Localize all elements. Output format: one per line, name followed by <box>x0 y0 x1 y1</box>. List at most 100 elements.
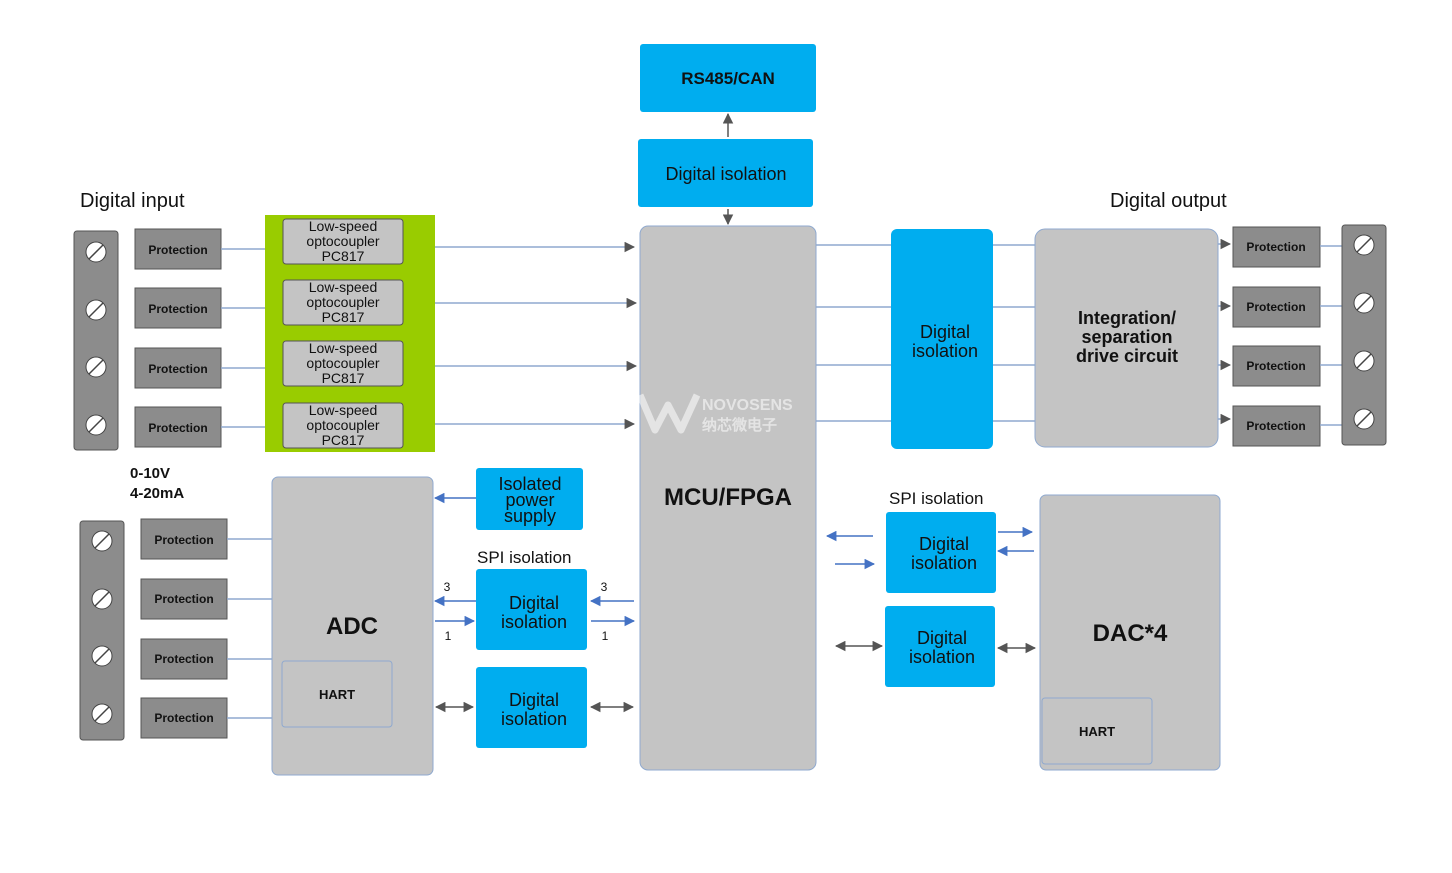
integration-drive-label: Integration/ <box>1078 308 1176 328</box>
svg-text:optocoupler: optocoupler <box>306 233 380 249</box>
mcu-fpga-block <box>639 225 817 771</box>
svg-text:纳芯微电子: 纳芯微电子 <box>702 416 777 434</box>
rs485-can-block <box>640 44 816 112</box>
svg-text:power: power <box>505 490 554 510</box>
adc-label: ADC <box>326 613 378 640</box>
protection-block: Protection <box>140 638 228 680</box>
protection-block: Protection <box>134 347 222 389</box>
svg-text:Low-speed: Low-speed <box>309 279 378 295</box>
svg-text:Protection: Protection <box>148 362 207 376</box>
svg-text:PC817: PC817 <box>322 248 365 264</box>
dac-hart-label: HART <box>1079 724 1115 739</box>
svg-text:Protection: Protection <box>154 533 213 547</box>
optocoupler-block: Low-speed optocoupler PC817 <box>282 340 404 387</box>
protection-block: Protection <box>134 228 222 270</box>
svg-text:isolation: isolation <box>501 709 567 729</box>
protection-block: Protection <box>134 287 222 329</box>
terminal-screw-icon <box>1353 234 1375 256</box>
optocoupler-block: Low-speed optocoupler PC817 <box>282 218 404 265</box>
dac-label: DAC*4 <box>1093 620 1168 647</box>
terminal-screw-icon <box>1353 408 1375 430</box>
digital-output-terminal-block <box>1341 224 1387 446</box>
terminal-screw-icon <box>85 356 107 378</box>
svg-text:optocoupler: optocoupler <box>306 294 380 310</box>
protection-block: Protection <box>1232 405 1321 447</box>
svg-text:PC817: PC817 <box>322 309 365 325</box>
svg-text:Protection: Protection <box>154 592 213 606</box>
signal-count-label: 1 <box>602 629 609 643</box>
svg-text:Low-speed: Low-speed <box>309 340 378 356</box>
protection-block: Protection <box>140 518 228 560</box>
adc-hart-isolation-label: Digital <box>509 690 559 710</box>
protection-block: Protection <box>1232 345 1321 387</box>
svg-text:Protection: Protection <box>1246 419 1305 433</box>
svg-text:isolation: isolation <box>911 553 977 573</box>
analog-input-terminal-block <box>79 520 125 741</box>
optocoupler-block: Low-speed optocoupler PC817 <box>282 279 404 326</box>
svg-text:Low-speed: Low-speed <box>309 402 378 418</box>
isolated-power-supply-block <box>476 468 583 530</box>
terminal-screw-icon <box>91 645 113 667</box>
svg-text:NOVOSENS: NOVOSENS <box>702 397 793 414</box>
terminal-screw-icon <box>91 588 113 610</box>
adc-spi-isolation-label: Digital <box>509 593 559 613</box>
svg-text:Protection: Protection <box>154 711 213 725</box>
adc-spi-isolation-block <box>476 569 587 650</box>
svg-text:supply: supply <box>504 506 556 526</box>
svg-text:isolation: isolation <box>912 341 978 361</box>
adc-hart-isolation-block <box>476 667 587 748</box>
signal-count-label: 3 <box>601 580 608 594</box>
spi-isolation-label-right: SPI isolation <box>889 489 984 508</box>
svg-text:optocoupler: optocoupler <box>306 417 380 433</box>
terminal-screw-icon <box>85 299 107 321</box>
svg-text:Low-speed: Low-speed <box>309 218 378 234</box>
top-digital-isolation-block <box>638 139 813 207</box>
svg-text:optocoupler: optocoupler <box>306 355 380 371</box>
dac-spi-isolation-block <box>886 512 996 593</box>
protection-block: Protection <box>1232 286 1321 328</box>
terminal-screw-icon <box>85 241 107 263</box>
signal-count-label: 3 <box>444 580 451 594</box>
protection-block: Protection <box>134 406 222 448</box>
svg-text:Protection: Protection <box>148 421 207 435</box>
analog-range-label-2: 4-20mA <box>130 485 184 502</box>
svg-text:PC817: PC817 <box>322 370 365 386</box>
rs485-can-label: RS485/CAN <box>681 69 775 88</box>
digital-input-label: Digital input <box>80 190 185 212</box>
svg-text:Protection: Protection <box>1246 300 1305 314</box>
protection-block: Protection <box>1232 226 1321 268</box>
adc-hart-label: HART <box>319 687 355 702</box>
protection-block: Protection <box>140 697 228 739</box>
dac-spi-isolation-label: Digital <box>919 534 969 554</box>
optocoupler-block: Low-speed optocoupler PC817 <box>282 402 404 449</box>
terminal-screw-icon <box>85 414 107 436</box>
svg-text:Protection: Protection <box>1246 359 1305 373</box>
terminal-screw-icon <box>91 530 113 552</box>
dac-hart-block <box>1041 697 1153 765</box>
output-digital-isolation-block <box>891 229 993 449</box>
dac-hart-isolation-label: Digital <box>917 628 967 648</box>
adc-hart-block <box>281 660 393 728</box>
terminal-screw-icon <box>1353 292 1375 314</box>
signal-count-label: 1 <box>445 629 452 643</box>
novosens-watermark-logo: NOVOSENS 纳芯微电子 <box>636 393 793 434</box>
isolated-power-supply-label: Isolated <box>498 474 561 494</box>
integration-drive-block <box>1034 228 1219 448</box>
svg-text:PC817: PC817 <box>322 432 365 448</box>
protection-block: Protection <box>140 578 228 620</box>
svg-text:isolation: isolation <box>501 612 567 632</box>
svg-text:drive circuit: drive circuit <box>1076 346 1178 366</box>
digital-output-label: Digital output <box>1110 190 1227 212</box>
svg-text:separation: separation <box>1081 327 1172 347</box>
output-digital-isolation-label: Digital <box>920 322 970 342</box>
terminal-screw-icon <box>91 703 113 725</box>
svg-text:Protection: Protection <box>148 302 207 316</box>
terminal-screw-icon <box>1353 350 1375 372</box>
top-digital-isolation-label: Digital isolation <box>665 164 786 184</box>
svg-text:isolation: isolation <box>909 647 975 667</box>
digital-input-terminal-block <box>73 230 119 451</box>
dac-hart-isolation-block <box>885 606 995 687</box>
mcu-fpga-label: MCU/FPGA <box>664 484 792 511</box>
svg-text:Protection: Protection <box>154 652 213 666</box>
